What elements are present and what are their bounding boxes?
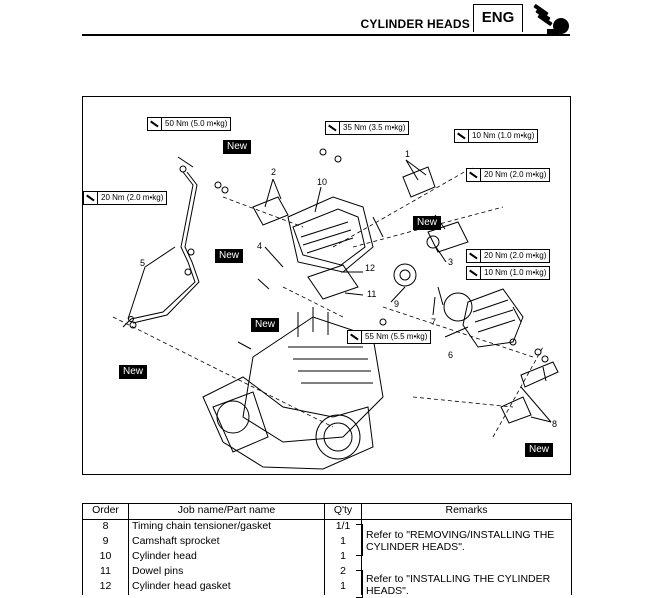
order-cell: 9 (82, 535, 129, 550)
callout-number: 3 (448, 257, 454, 267)
table-header-row: Order Job name/Part name Q'ty Remarks (82, 503, 572, 520)
header-rule (82, 34, 570, 36)
callout-number: 9 (394, 299, 400, 309)
wrench-icon (467, 250, 481, 262)
new-part-tag: New (215, 249, 244, 263)
qty-header: Q'ty (324, 503, 362, 520)
remarks-header: Remarks (361, 503, 572, 520)
torque-label: 50 Nm (5.0 m•kg) (147, 117, 232, 131)
eng-badge: ENG (473, 4, 523, 32)
new-part-tag: New (223, 140, 252, 154)
order-cell: 8 (82, 519, 129, 535)
torque-label: 10 Nm (1.0 m•kg) (454, 129, 539, 143)
torque-label: 20 Nm (2.0 m•kg) (466, 168, 551, 182)
job-header: Job name/Part name (128, 503, 325, 520)
torque-label: 20 Nm (2.0 m•kg) (83, 191, 168, 205)
wrench-icon (467, 267, 481, 279)
callout-number: 4 (257, 241, 263, 251)
new-part-tag: New (525, 443, 554, 457)
remark-brace (356, 570, 363, 598)
job-cell: Cylinder head (128, 550, 325, 565)
job-cell: Dowel pins (128, 565, 325, 580)
wrench-icon (455, 130, 469, 142)
torque-label: 35 Nm (3.5 m•kg) (325, 121, 410, 135)
callout-number: 12 (365, 263, 376, 273)
remark-brace (356, 524, 363, 556)
wrench-icon (467, 169, 481, 181)
engine-icon (527, 4, 571, 36)
order-cell: 10 (82, 550, 129, 565)
wrench-icon (84, 192, 98, 204)
wrench-icon (348, 331, 362, 343)
table-row: 10 Cylinder head 1 (82, 550, 572, 565)
callout-number: 8 (552, 419, 558, 429)
new-part-tag: New (413, 216, 442, 230)
callout-number: 11 (367, 289, 377, 299)
job-cell: Timing chain tensioner/gasket (128, 519, 325, 535)
order-header: Order (82, 503, 129, 520)
callout-number: 7 (431, 317, 437, 327)
torque-label: 55 Nm (5.5 m•kg) (347, 330, 432, 344)
callout-number: 1 (405, 149, 411, 159)
callout-number: 6 (448, 350, 454, 360)
order-cell: 11 (82, 565, 129, 580)
wrench-icon (148, 118, 162, 130)
torque-label: 20 Nm (2.0 m•kg) (466, 249, 551, 263)
exploded-diagram: 50 Nm (5.0 m•kg) 35 Nm (3.5 m•kg) 10 Nm … (82, 96, 571, 475)
remark-text: Refer to "REMOVING/INSTALLING THE CYLIND… (366, 529, 566, 553)
callout-number: 10 (317, 177, 328, 187)
torque-label: 10 Nm (1.0 m•kg) (466, 266, 551, 280)
job-cell: Camshaft sprocket (128, 535, 325, 550)
wrench-icon (326, 122, 340, 134)
remark-text: Refer to "INSTALLING THE CYLINDER HEADS"… (366, 573, 566, 597)
qty-cell: 1/1 (324, 519, 362, 535)
new-part-tag: New (251, 318, 280, 332)
callout-number: 2 (271, 167, 277, 177)
order-cell: 12 (82, 580, 129, 595)
section-title: CYLINDER HEADS (360, 17, 470, 31)
callout-number: 5 (140, 258, 146, 268)
new-part-tag: New (119, 365, 148, 379)
job-cell: Cylinder head gasket (128, 580, 325, 595)
remarks-cell (361, 550, 572, 565)
engine-drawing (112, 148, 559, 470)
